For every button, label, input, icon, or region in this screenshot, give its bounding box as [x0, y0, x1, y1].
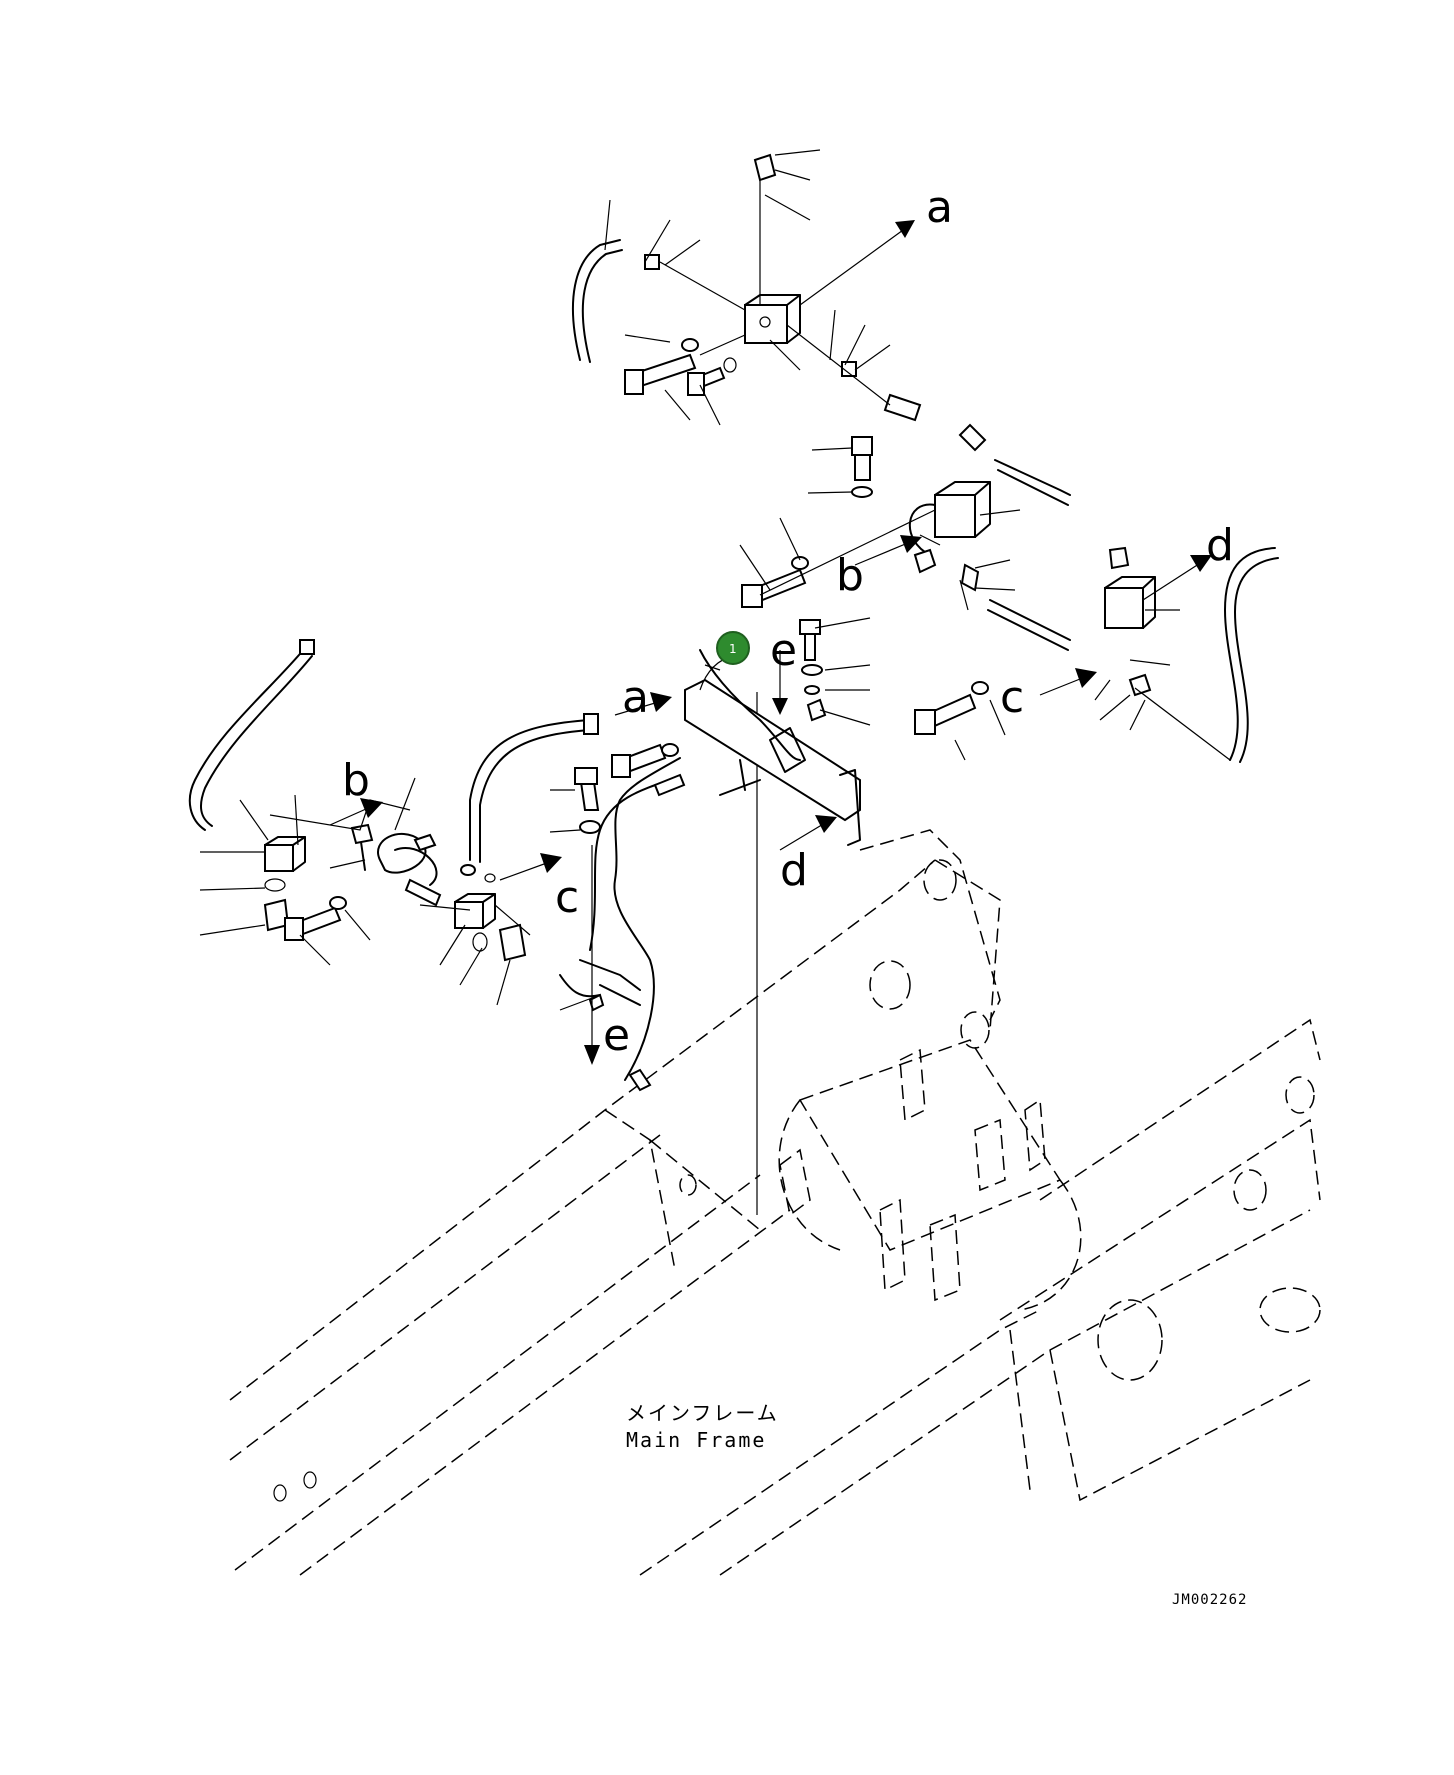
callout-c-left: c	[555, 872, 579, 923]
callout-a-left: a	[622, 672, 649, 723]
callout-e-lower: e	[603, 1010, 630, 1061]
drawing-number: JM002262	[1172, 1592, 1247, 1608]
center-bracket	[611, 617, 871, 851]
top-valve-block	[571, 149, 922, 426]
callout-d-right: d	[1206, 520, 1234, 571]
main-frame-outline	[229, 692, 1321, 1576]
left-harness-assembly	[188, 639, 686, 1092]
frame-label-english: Main Frame	[626, 1428, 766, 1452]
item-marker-circle[interactable]	[716, 631, 750, 665]
right-valve-block	[914, 547, 1279, 763]
item-marker-number: 1	[729, 642, 737, 656]
middle-valve-block	[739, 423, 1130, 611]
callout-e-upper: e	[770, 625, 797, 676]
callout-c-right: c	[1000, 672, 1024, 723]
item-marker[interactable]: 1	[716, 631, 750, 665]
callout-b-mid: b	[836, 550, 864, 601]
callout-a-top: a	[926, 182, 953, 233]
frame-label-japanese: メインフレーム	[626, 1401, 779, 1425]
callout-b-left: b	[342, 755, 370, 806]
callout-d-lower: d	[780, 845, 808, 896]
